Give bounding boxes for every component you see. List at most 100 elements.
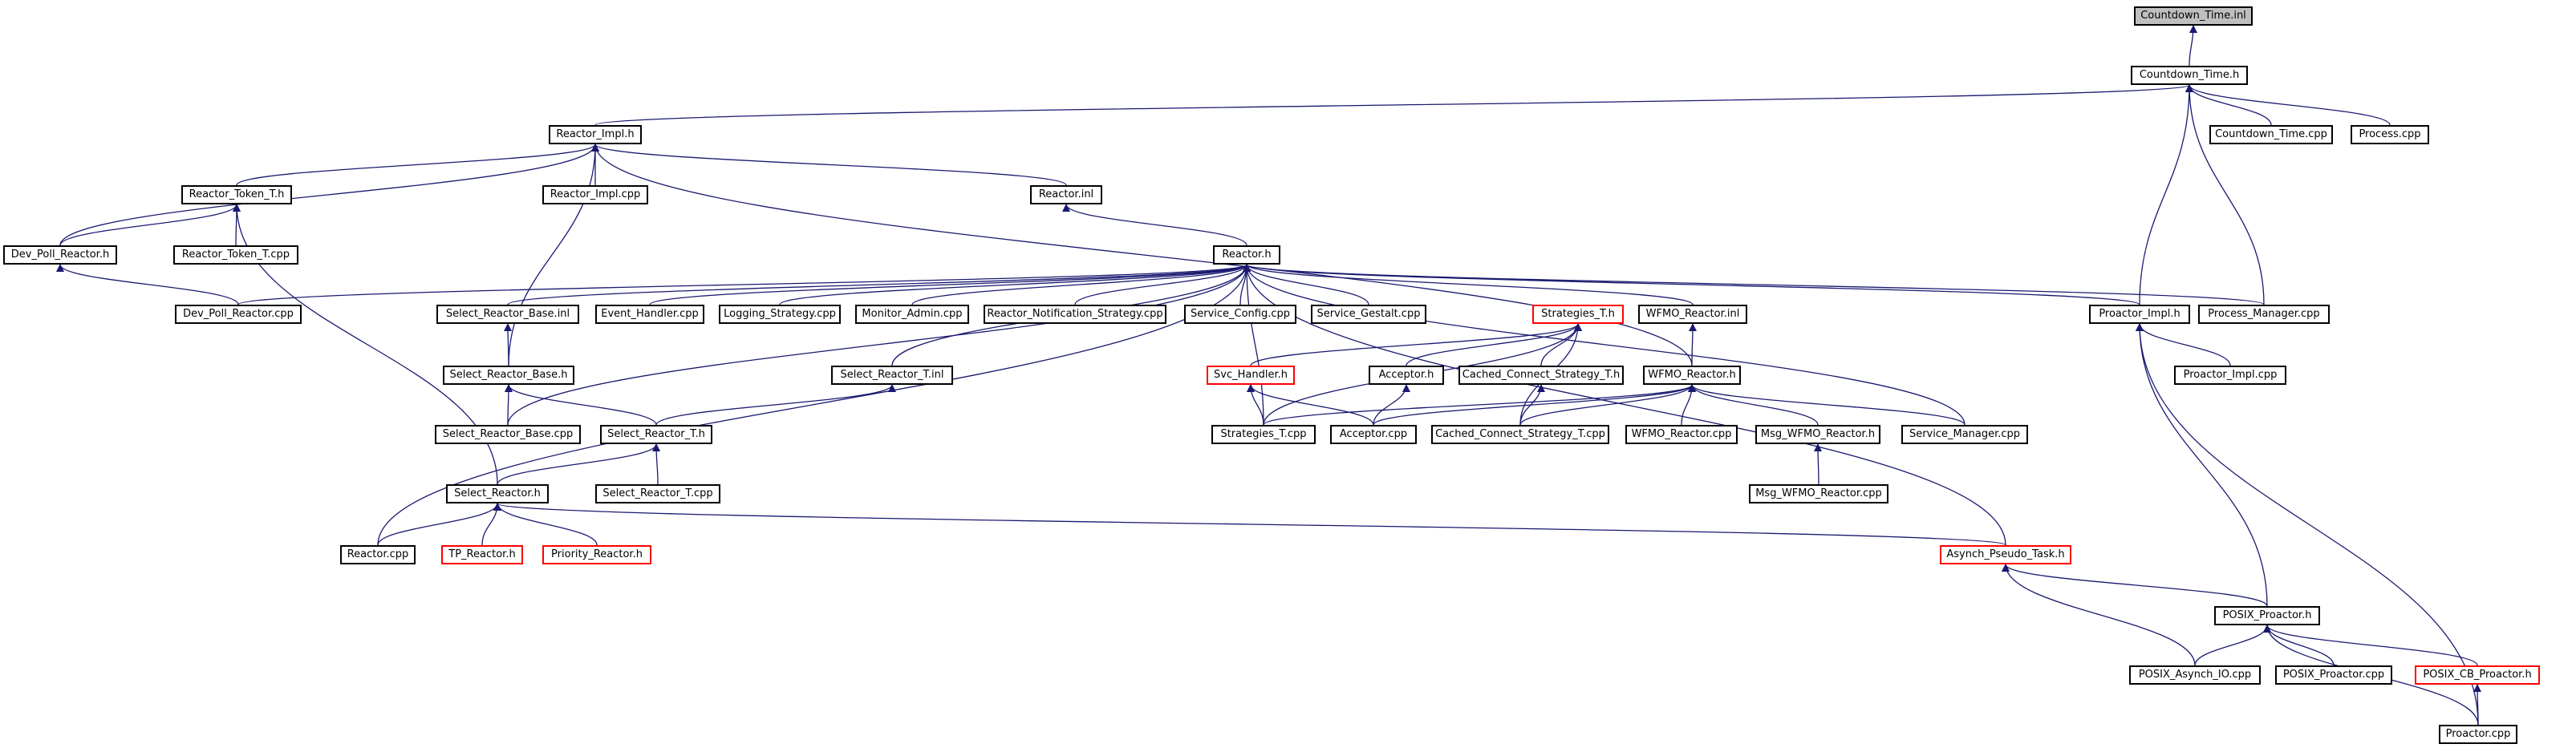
node-select-reactor-base-h[interactable]: Select_Reactor_Base.h (443, 366, 574, 385)
node-posix-proactor-h[interactable]: POSIX_Proactor.h (2214, 606, 2320, 625)
node-countdown-time-cpp[interactable]: Countdown_Time.cpp (2209, 125, 2333, 144)
include-edge (1243, 264, 1264, 426)
node-service-config-cpp[interactable]: Service_Config.cpp (1184, 305, 1296, 324)
node-proactor-impl-cpp[interactable]: Proactor_Impl.cpp (2174, 366, 2286, 385)
node-proactor-impl-h[interactable]: Proactor_Impl.h (2089, 305, 2190, 324)
node-select-reactor-t-inl[interactable]: Select_Reactor_T.inl (831, 366, 953, 385)
node-wfmo-reactor-h[interactable]: WFMO_Reactor.h (1643, 366, 1741, 385)
node-service-manager-cpp[interactable]: Service_Manager.cpp (1901, 425, 2028, 444)
node-posix-asynch-io-cpp[interactable]: POSIX_Asynch_IO.cpp (2129, 665, 2261, 685)
include-edge (1263, 384, 1696, 426)
node-logging-strategy-cpp[interactable]: Logging_Strategy.cpp (719, 305, 841, 324)
node-event-handler-cpp[interactable]: Event_Handler.cpp (595, 305, 704, 324)
include-edge (507, 264, 1251, 426)
node-priority-reactor-h[interactable]: Priority_Reactor.h (542, 545, 651, 564)
include-edge (2136, 323, 2231, 366)
include-edge (2185, 84, 2265, 305)
include-edge (59, 204, 241, 246)
include-edge (649, 264, 1251, 305)
node-select-reactor-t-cpp[interactable]: Select_Reactor_T.cpp (595, 484, 720, 503)
node-tp-reactor-h[interactable]: TP_Reactor.h (441, 545, 523, 564)
include-edge (591, 144, 1067, 186)
include-edge (2136, 323, 2268, 607)
include-edge (237, 264, 1251, 305)
node-process-manager-cpp[interactable]: Process_Manager.cpp (2198, 305, 2330, 324)
node-process-cpp[interactable]: Process.cpp (2351, 125, 2429, 144)
include-edge (652, 443, 661, 485)
node-select-reactor-h[interactable]: Select_Reactor.h (446, 484, 549, 503)
node-reactor-impl-h[interactable]: Reactor_Impl.h (549, 125, 642, 144)
node-strategies-t-h[interactable]: Strategies_T.h (1532, 305, 1624, 324)
node-asynch-pseudo-task-h[interactable]: Asynch_Pseudo_Task.h (1940, 545, 2071, 564)
node-wfmo-reactor-cpp[interactable]: WFMO_Reactor.cpp (1625, 425, 1738, 444)
include-edge (504, 323, 513, 366)
include-edge (504, 384, 513, 426)
node-cached-connect-strategy-t-h[interactable]: Cached_Connect_Strategy_T.h (1458, 366, 1624, 385)
node-proactor-cpp[interactable]: Proactor.cpp (2439, 725, 2517, 744)
node-posix-cb-proactor-h[interactable]: POSIX_CB_Proactor.h (2415, 665, 2540, 685)
include-edge (591, 144, 1693, 366)
node-select-reactor-base-cpp[interactable]: Select_Reactor_Base.cpp (435, 425, 581, 444)
include-edge (1243, 264, 1369, 305)
node-reactor-impl-cpp[interactable]: Reactor_Impl.cpp (542, 185, 648, 204)
node-svc-handler-h[interactable]: Svc_Handler.h (1207, 366, 1295, 385)
include-edge (505, 384, 657, 426)
node-posix-proactor-cpp[interactable]: POSIX_Proactor.cpp (2275, 665, 2392, 685)
include-edge (1243, 264, 1694, 305)
node-dev-poll-reactor-h[interactable]: Dev_Poll_Reactor.h (3, 245, 117, 265)
node-reactor-cpp[interactable]: Reactor.cpp (340, 545, 416, 564)
node-acceptor-h[interactable]: Acceptor.h (1369, 366, 1444, 385)
include-edge (1373, 384, 1696, 426)
node-reactor-h[interactable]: Reactor.h (1213, 245, 1280, 265)
include-edge (1688, 384, 1965, 426)
node-dev-poll-reactor-cpp[interactable]: Dev_Poll_Reactor.cpp (175, 305, 302, 324)
include-edge (1243, 264, 2265, 305)
include-edge (2185, 84, 2391, 126)
include-edge (377, 503, 501, 546)
include-edge (1373, 384, 1410, 426)
node-service-gestalt-cpp[interactable]: Service_Gestalt.cpp (1311, 305, 1426, 324)
node-cached-connect-strategy-t-cpp[interactable]: Cached_Connect_Strategy_T.cpp (1431, 425, 1609, 444)
include-edge (1250, 323, 1582, 366)
include-edge (507, 264, 1251, 305)
node-select-reactor-t-h[interactable]: Select_Reactor_T.h (600, 425, 712, 444)
include-edge (1062, 204, 1247, 246)
node-msg-wfmo-reactor-h[interactable]: Msg_WFMO_Reactor.h (1755, 425, 1880, 444)
node-select-reactor-base-inl[interactable]: Select_Reactor_Base.inl (436, 305, 579, 324)
node-reactor-inl[interactable]: Reactor.inl (1030, 185, 1102, 204)
include-edge (508, 144, 599, 366)
node-msg-wfmo-reactor-cpp[interactable]: Msg_WFMO_Reactor.cpp (1749, 484, 1888, 503)
include-edge (2185, 84, 2272, 126)
include-edge (2263, 625, 2478, 666)
node-reactor-notification-strategy-cpp[interactable]: Reactor_Notification_Strategy.cpp (984, 305, 1166, 324)
include-edge (1247, 384, 1374, 426)
node-countdown-time-h[interactable]: Countdown_Time.h (2131, 66, 2248, 85)
include-edge (481, 503, 501, 546)
include-edge (1243, 264, 2140, 305)
include-edge (493, 503, 598, 546)
include-edge (1406, 323, 1582, 366)
include-edge (1688, 384, 1819, 426)
include-edge (1074, 264, 1251, 305)
node-strategies-t-cpp[interactable]: Strategies_T.cpp (1211, 425, 1316, 444)
include-edge (1243, 264, 1965, 426)
include-edge (2136, 323, 2479, 726)
include-edge (2473, 684, 2482, 726)
node-reactor-token-t-h[interactable]: Reactor_Token_T.h (181, 185, 292, 204)
node-acceptor-cpp[interactable]: Acceptor.cpp (1330, 425, 1417, 444)
include-edge (236, 144, 599, 186)
include-edge (1519, 384, 1696, 426)
include-edge (1681, 384, 1696, 426)
include-edge (594, 84, 2193, 126)
include-edge (655, 384, 896, 426)
include-edge (493, 503, 2006, 546)
node-wfmo-reactor-inl[interactable]: WFMO_Reactor.inl (1638, 305, 1747, 324)
include-edge (911, 264, 1251, 305)
node-reactor-token-t-cpp[interactable]: Reactor_Token_T.cpp (173, 245, 298, 265)
include-edge (59, 144, 599, 246)
node-countdown-time-inl[interactable]: Countdown_Time.inl (2134, 6, 2253, 26)
include-edge (2002, 564, 2196, 666)
node-monitor-admin-cpp[interactable]: Monitor_Admin.cpp (855, 305, 969, 324)
include-edge (497, 443, 660, 485)
